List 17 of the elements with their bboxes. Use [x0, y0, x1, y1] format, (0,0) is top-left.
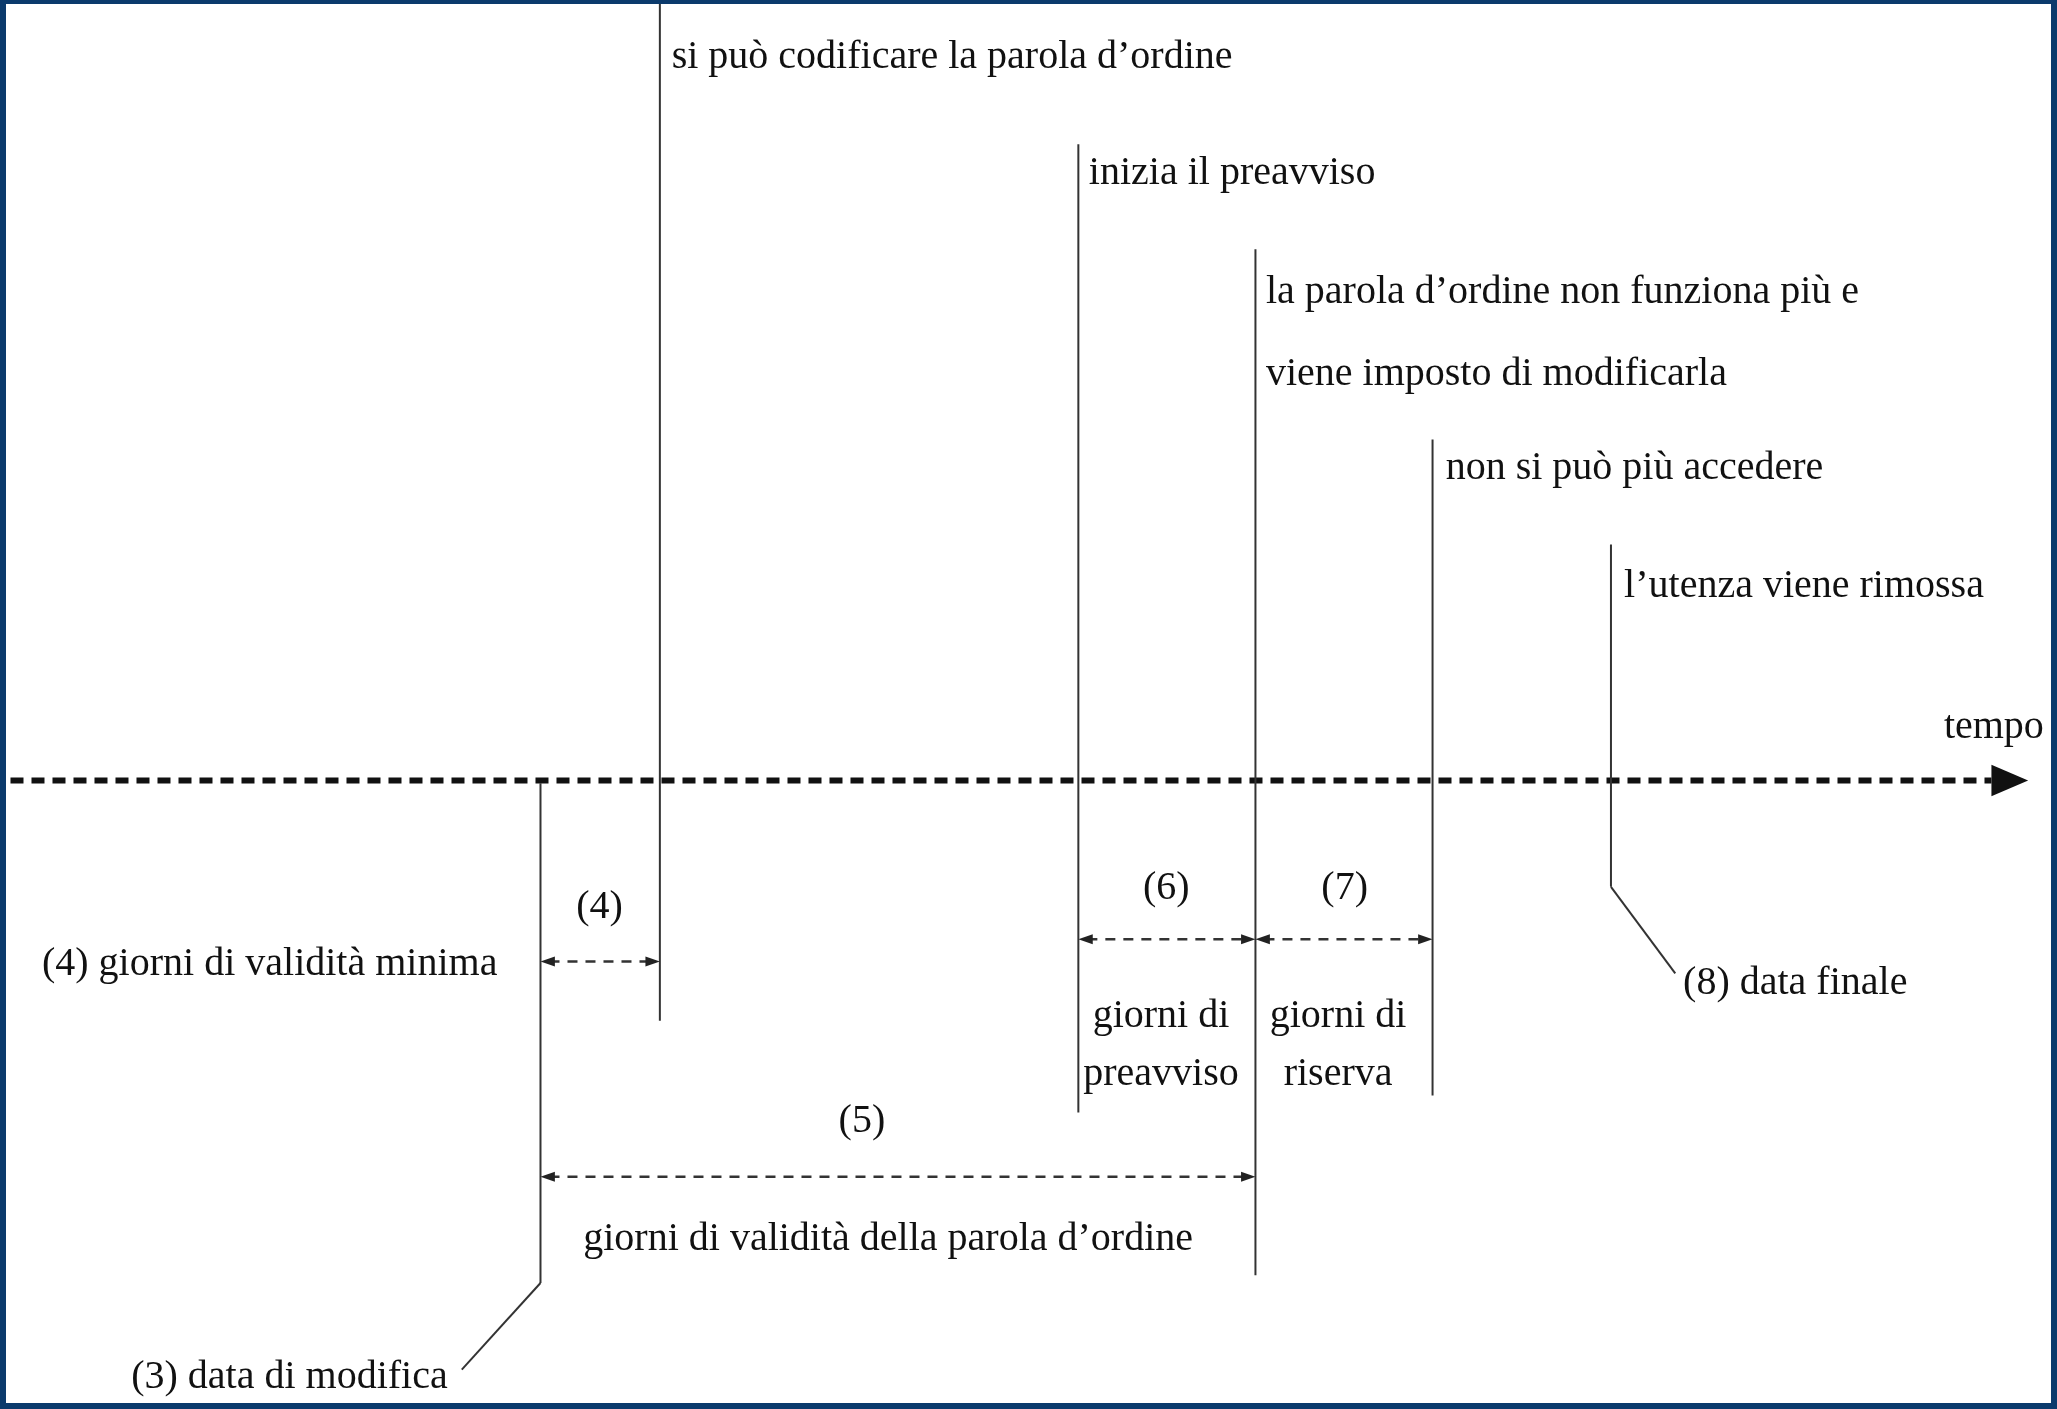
interval-number: (6)	[1142, 862, 1190, 909]
leader-line	[1609, 885, 1677, 975]
interval-number: (5)	[838, 1096, 886, 1142]
event-note: si può codificare la parola d’ordine	[671, 32, 1233, 79]
interval-label: giorni di preavviso	[1082, 989, 1240, 1096]
date-label: (8) data finale	[1683, 958, 1908, 1005]
event-note: inizia il preavviso	[1088, 147, 1376, 194]
date-label: (3) data di modifica	[131, 1351, 448, 1398]
interval-number: (4)	[576, 882, 623, 929]
interval-label: giorni di validità della parola d’ordine	[583, 1214, 1194, 1261]
leader-line	[460, 1282, 542, 1371]
event-note: non si può più accedere	[1445, 442, 1824, 489]
axis-label: tempo	[1943, 702, 2044, 749]
interval-number: (7)	[1321, 862, 1368, 909]
interval-label: giorni di riserva	[1268, 989, 1408, 1096]
event-note: l’utenza viene rimossa	[1624, 560, 1984, 607]
interval-label: (4) giorni di validità minima	[41, 938, 498, 985]
